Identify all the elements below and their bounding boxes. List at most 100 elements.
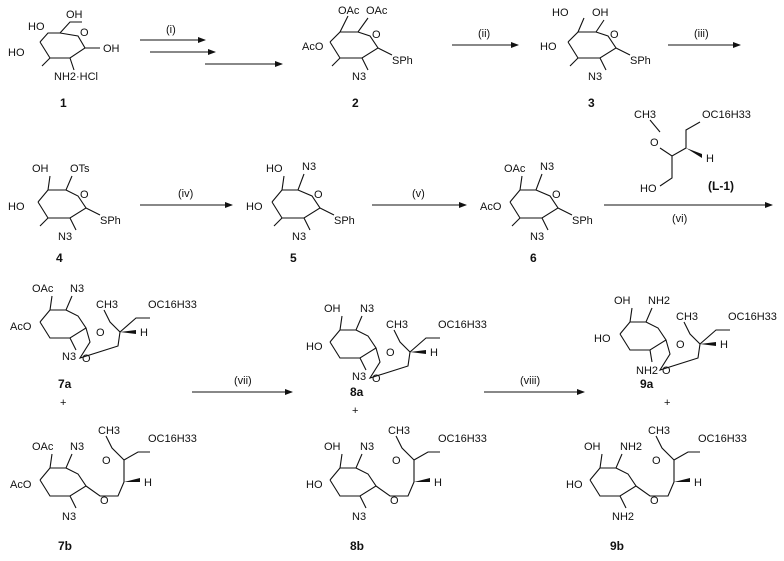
compound-label-8b: 8b xyxy=(350,539,364,553)
atom-label: O xyxy=(650,495,659,507)
atom-label: O xyxy=(676,339,685,351)
atom-label: AcO xyxy=(480,201,502,213)
atom-label: OH xyxy=(324,441,341,453)
atom-label: CH3 xyxy=(676,311,698,323)
atom-label: NH2 xyxy=(636,365,658,377)
atom-label: CH3 xyxy=(386,319,408,331)
compound-label-L-1: (L-1) xyxy=(708,179,734,193)
compound-8b: OH N3 HO N3 O CH3 OC16H33 H O 8b xyxy=(306,425,487,553)
ring-oxygen: O xyxy=(314,189,323,201)
atom-label: CH3 xyxy=(634,109,656,121)
atom-label: O xyxy=(102,455,111,467)
ring-oxygen: O xyxy=(610,29,619,41)
compound-5: HO N3 HO N3 SPh O 5 xyxy=(246,161,355,265)
atom-label: HO xyxy=(306,341,323,353)
atom-label: N3 xyxy=(58,231,72,243)
compound-7a: OAc N3 AcO N3 O CH3 OC16H33 H O 7a xyxy=(10,283,197,391)
atom-label: SPh xyxy=(100,215,121,227)
atom-label: OTs xyxy=(70,163,90,175)
step-label-ii: (ii) xyxy=(478,28,490,40)
atom-label: O xyxy=(372,373,381,385)
atom-label: HO xyxy=(8,201,25,213)
atom-label: O xyxy=(100,495,109,507)
atom-label: N3 xyxy=(530,231,544,243)
compound-label-9b: 9b xyxy=(610,539,624,553)
atom-label: OAc xyxy=(504,163,526,175)
compound-9a: OH NH2 HO NH2 O CH3 OC16H33 H O 9a xyxy=(594,295,777,391)
arrow-step-iv: (iv) xyxy=(140,188,233,208)
compound-label-2: 2 xyxy=(352,96,359,110)
atom-label: OC16H33 xyxy=(148,299,197,311)
arrow-step-i: (i) xyxy=(140,24,283,67)
atom-label: OAc xyxy=(32,283,54,295)
atom-label: OH xyxy=(66,9,83,21)
atom-label: OH xyxy=(32,163,49,175)
atom-label: CH3 xyxy=(98,425,120,437)
step-label-i: (i) xyxy=(166,24,176,36)
atom-label: OC16H33 xyxy=(438,433,487,445)
atom-label: CH3 xyxy=(648,425,670,437)
ring-oxygen: O xyxy=(372,29,381,41)
atom-label: H xyxy=(434,477,442,489)
atom-label: NH2 xyxy=(648,295,670,307)
arrow-step-vi: (vi) xyxy=(604,202,773,225)
compound-label-9a: 9a xyxy=(640,377,654,391)
compound-label-7b: 7b xyxy=(58,539,72,553)
step-label-vi: (vi) xyxy=(672,213,687,225)
atom-label: OH xyxy=(103,43,120,55)
atom-label: HO xyxy=(266,163,283,175)
atom-label: CH3 xyxy=(388,425,410,437)
atom-label: AcO xyxy=(302,41,324,53)
atom-label: N3 xyxy=(352,511,366,523)
atom-label: N3 xyxy=(70,441,84,453)
atom-label: AcO xyxy=(10,479,32,491)
atom-label: OC16H33 xyxy=(148,433,197,445)
atom-label: O xyxy=(386,347,395,359)
step-label-iv: (iv) xyxy=(178,188,193,200)
atom-label: CH3 xyxy=(96,299,118,311)
atom-label: N3 xyxy=(302,161,316,173)
atom-label: H xyxy=(140,327,148,339)
atom-label: NH2·HCl xyxy=(54,71,98,83)
atom-label: H xyxy=(706,153,714,165)
atom-label: HO xyxy=(566,479,583,491)
compound-label-6: 6 xyxy=(530,251,537,265)
atom-label: HO xyxy=(8,47,25,59)
atom-label: H xyxy=(694,477,702,489)
arrow-step-vii: (vii) xyxy=(192,375,293,395)
arrow-step-v: (v) xyxy=(372,188,467,208)
atom-label: N3 xyxy=(352,371,366,383)
compound-L-1: CH3 O OC16H33 H HO (L-1) xyxy=(634,109,751,195)
plus-sign: + xyxy=(60,397,66,409)
atom-label: OAc xyxy=(338,5,360,17)
plus-sign: + xyxy=(664,397,670,409)
step-label-v: (v) xyxy=(412,188,425,200)
atom-label: O xyxy=(96,327,105,339)
atom-label: SPh xyxy=(572,215,593,227)
atom-label: H xyxy=(430,347,438,359)
compound-label-1: 1 xyxy=(60,96,67,110)
compound-label-5: 5 xyxy=(290,251,297,265)
ring-oxygen: O xyxy=(80,189,89,201)
atom-label: HO xyxy=(28,21,45,33)
compound-label-4: 4 xyxy=(56,251,63,265)
plus-sign: + xyxy=(352,405,358,417)
atom-label: N3 xyxy=(352,71,366,83)
atom-label: OH xyxy=(584,441,601,453)
compound-7b: OAc N3 AcO N3 O CH3 OC16H33 H O 7b xyxy=(10,425,197,553)
compound-2: OAc OAc AcO N3 SPh O 2 xyxy=(302,5,413,110)
arrow-step-ii: (ii) xyxy=(452,28,519,48)
arrow-step-iii: (iii) xyxy=(668,28,741,48)
atom-label: N3 xyxy=(360,303,374,315)
atom-label: N3 xyxy=(360,441,374,453)
atom-label: O xyxy=(662,365,671,377)
atom-label: SPh xyxy=(392,55,413,67)
atom-label: HO xyxy=(594,333,611,345)
atom-label: O xyxy=(652,455,661,467)
atom-label: H xyxy=(144,477,152,489)
compound-3: HO OH HO N3 SPh O 3 xyxy=(540,7,651,110)
atom-label: AcO xyxy=(10,321,32,333)
atom-label: SPh xyxy=(334,215,355,227)
atom-label: N3 xyxy=(588,71,602,83)
atom-label: N3 xyxy=(62,511,76,523)
